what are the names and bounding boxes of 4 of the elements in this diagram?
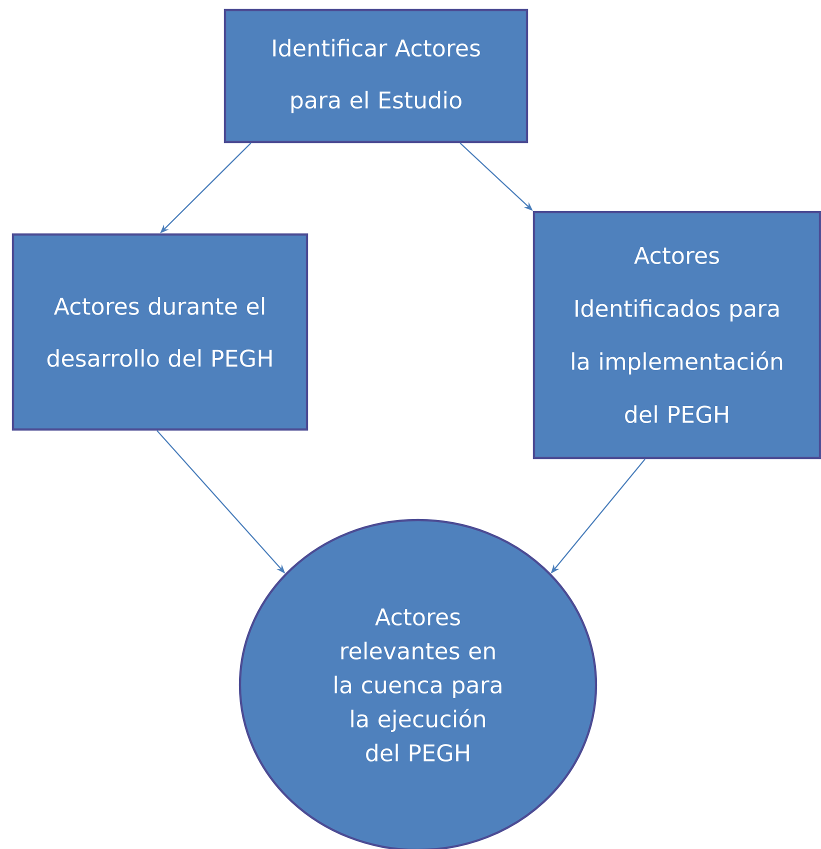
process-box: Actores durante el desarrollo del PEGH xyxy=(12,233,308,431)
ellipse-node: Actores relevantes en la cuenca para la ejecución del PEGH xyxy=(238,518,598,849)
process-box: Actores Identificados para la implementación del PEGH xyxy=(532,210,821,460)
process-box: Identificar Actores para el Estudio xyxy=(224,8,528,144)
